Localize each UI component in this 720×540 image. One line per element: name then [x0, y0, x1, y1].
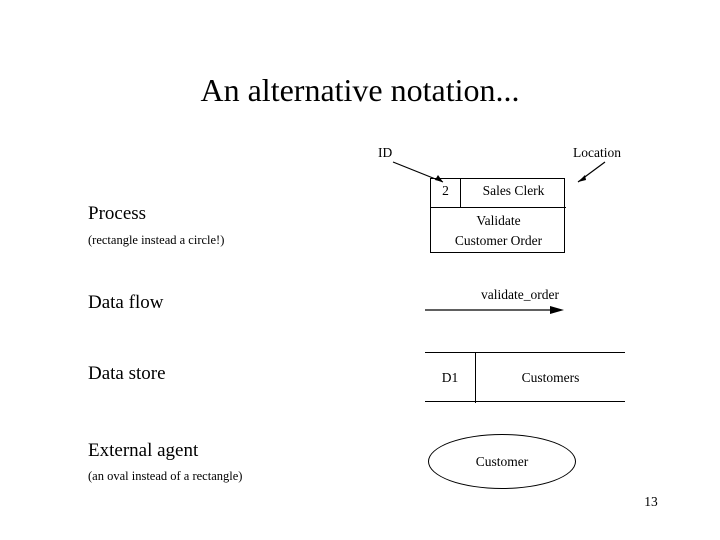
process-id: 2	[442, 183, 449, 198]
row-label-data-flow: Data flow	[88, 292, 164, 313]
location-leader-arrow	[577, 161, 606, 183]
process-header	[431, 179, 566, 208]
row-label-data-store: Data store	[88, 363, 166, 384]
data-store-name: Customers	[521, 370, 580, 385]
external-agent-oval	[428, 434, 576, 489]
process-name-line1: Validate	[476, 213, 521, 228]
data-store-divider	[475, 353, 476, 403]
row-sublabel-external-agent: (an oval instead of a rectangle)	[88, 469, 243, 483]
data-flow-label: validate_order	[481, 287, 559, 302]
process-name-line2: Customer Order	[454, 232, 543, 248]
page-title: An alternative notation...	[200, 72, 520, 108]
data-flow-arrow	[425, 306, 564, 314]
data-store-box: D1 Customers	[425, 352, 625, 403]
row-sublabel-process: (rectangle instead a circle!)	[88, 233, 225, 247]
callout-id-label: ID	[378, 145, 393, 160]
row-label-external-agent: External agent	[88, 440, 199, 461]
external-agent-name: Customer	[475, 454, 529, 469]
callout-location-label: Location	[573, 145, 621, 160]
data-store-id: D1	[441, 370, 459, 385]
process-name: Validate Customer Order	[431, 211, 566, 250]
process-header-divider	[460, 179, 461, 208]
process-location: Sales Clerk	[482, 183, 545, 198]
page-number: 13	[644, 494, 658, 509]
row-label-process: Process	[88, 203, 147, 224]
process-box: 2 Sales Clerk Validate Customer Order	[430, 178, 566, 253]
